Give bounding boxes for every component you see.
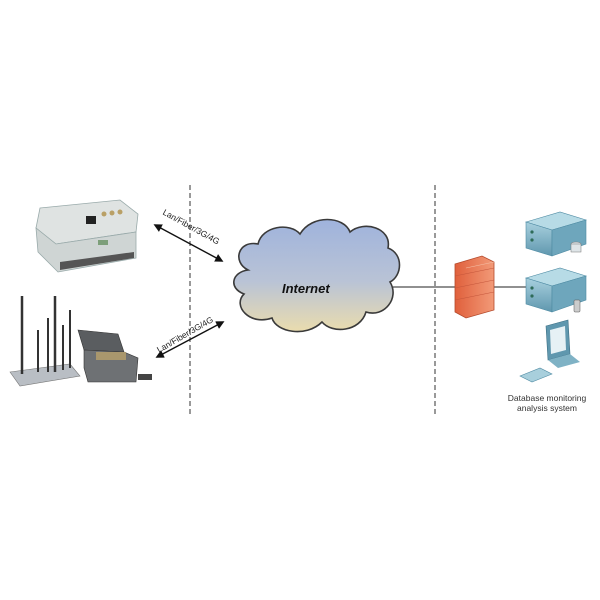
internet-cloud	[233, 218, 401, 333]
application-server-icon	[524, 267, 588, 313]
internet-label: Internet	[282, 281, 330, 296]
caption-line-1: Database monitoring	[507, 393, 587, 403]
connection-arrow-1	[153, 224, 224, 262]
database-system-caption: Database monitoring analysis system	[492, 393, 600, 413]
outdoor-jammer-unit	[35, 199, 139, 273]
portable-jammer-kit	[9, 296, 152, 387]
database-server-icon	[524, 211, 588, 257]
firewall-icon	[454, 255, 495, 319]
caption-line-2: analysis system	[517, 403, 577, 413]
workstation-icon	[519, 319, 580, 383]
connection-arrow-2	[155, 321, 225, 358]
